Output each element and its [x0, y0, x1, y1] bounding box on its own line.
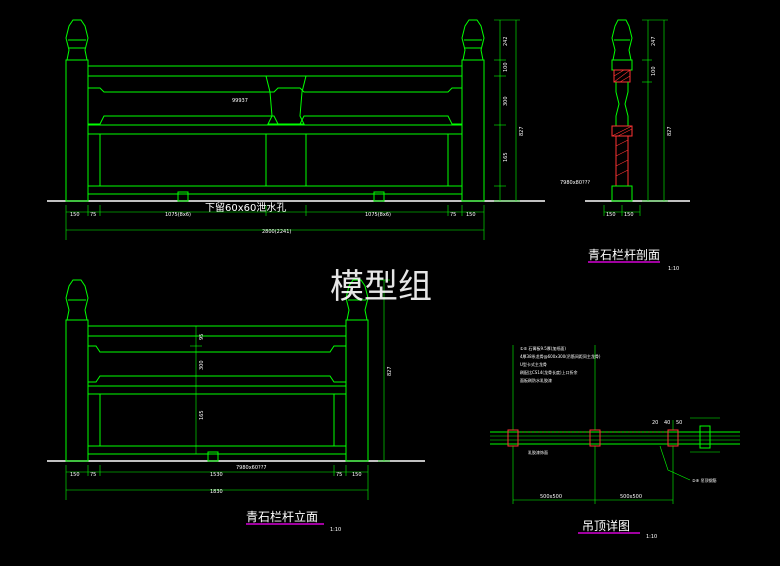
section-dim-1: 150: [606, 212, 616, 218]
top-overall-dim: 2800(2241): [262, 229, 291, 235]
top-dim-3: 1075(8x6): [165, 212, 191, 218]
top-dim-1: 150: [70, 212, 80, 218]
section-title: 青石栏杆剖面: [588, 247, 660, 262]
top-dim-6: 150: [466, 212, 476, 218]
ceiling-bottom-note: 乳胶漆饰面: [528, 449, 548, 455]
ceiling-title: 吊顶详图: [582, 518, 630, 533]
top-dim-5: 75: [450, 212, 456, 218]
bottom-dim-1: 150: [70, 472, 80, 478]
top-inner-label: 99937: [232, 98, 248, 104]
ceiling-dim-2: 500x500: [620, 494, 642, 500]
ceiling-note-4: 刷配比CS14(龙骨长度)上口折余: [520, 369, 578, 375]
top-dim-4: 1075(8x6): [365, 212, 391, 218]
top-elevation: [47, 19, 545, 240]
section-rdim-1: 247: [651, 36, 657, 46]
ceiling-dim-1: 500x500: [540, 494, 562, 500]
bottom-dim-2: 75: [90, 472, 96, 478]
bottom-rdim-1: 827: [387, 366, 393, 376]
section-dim-2: 150: [624, 212, 634, 218]
bottom-dim-3: 1530: [210, 472, 223, 478]
ceiling-scale: 1:10: [646, 534, 657, 540]
top-rdim-3: 300: [503, 96, 509, 106]
ceiling-rdim-1: 20: [652, 420, 658, 426]
ceiling-callout: ②⑨ 吊顶钢筋: [692, 477, 716, 483]
ceiling-note-3: U型卡式主龙骨: [520, 361, 547, 367]
bottom-scale: 1:10: [330, 527, 341, 533]
watermark-text: 模型组: [330, 267, 432, 307]
section-rdim-3: 827: [667, 126, 673, 136]
top-rdim-2: 100: [503, 62, 509, 72]
bottom-base-label: 7980x60??7: [236, 465, 267, 471]
top-rdim-5: 827: [519, 126, 525, 136]
bottom-ldim-1: 95: [199, 334, 205, 340]
section-view: [585, 19, 690, 263]
section-scale: 1:10: [668, 266, 679, 272]
section-base-label: 7980x80???: [560, 180, 590, 186]
bottom-title: 青石栏杆立面: [246, 509, 318, 524]
bottom-ldim-2: 300: [199, 360, 205, 370]
bottom-elevation: [47, 279, 425, 525]
bottom-dim-5: 150: [352, 472, 362, 478]
ceiling-rdim-2: 40: [664, 420, 670, 426]
ceiling-note-2: 4厚38系龙骨@600x300(吊筋间距同主龙骨): [520, 353, 601, 359]
bottom-dim-4: 75: [336, 472, 342, 478]
top-dim-2: 75: [90, 212, 96, 218]
top-rdim-4: 165: [503, 152, 509, 162]
ceiling-note-5: 面板刷防水乳胶漆: [520, 377, 552, 383]
ceiling-note-1: ①⑤ 石膏板9.5厚(加纸面): [520, 345, 566, 351]
bottom-overall-dim: 1830: [210, 489, 223, 495]
ceiling-rdim-3: 50: [676, 420, 682, 426]
top-drain-note: 下留60x60泄水孔: [205, 201, 286, 214]
top-rdim-1: 242: [503, 36, 509, 46]
ceiling-detail: [490, 345, 740, 534]
section-rdim-2: 100: [651, 66, 657, 76]
bottom-ldim-3: 165: [199, 410, 205, 420]
